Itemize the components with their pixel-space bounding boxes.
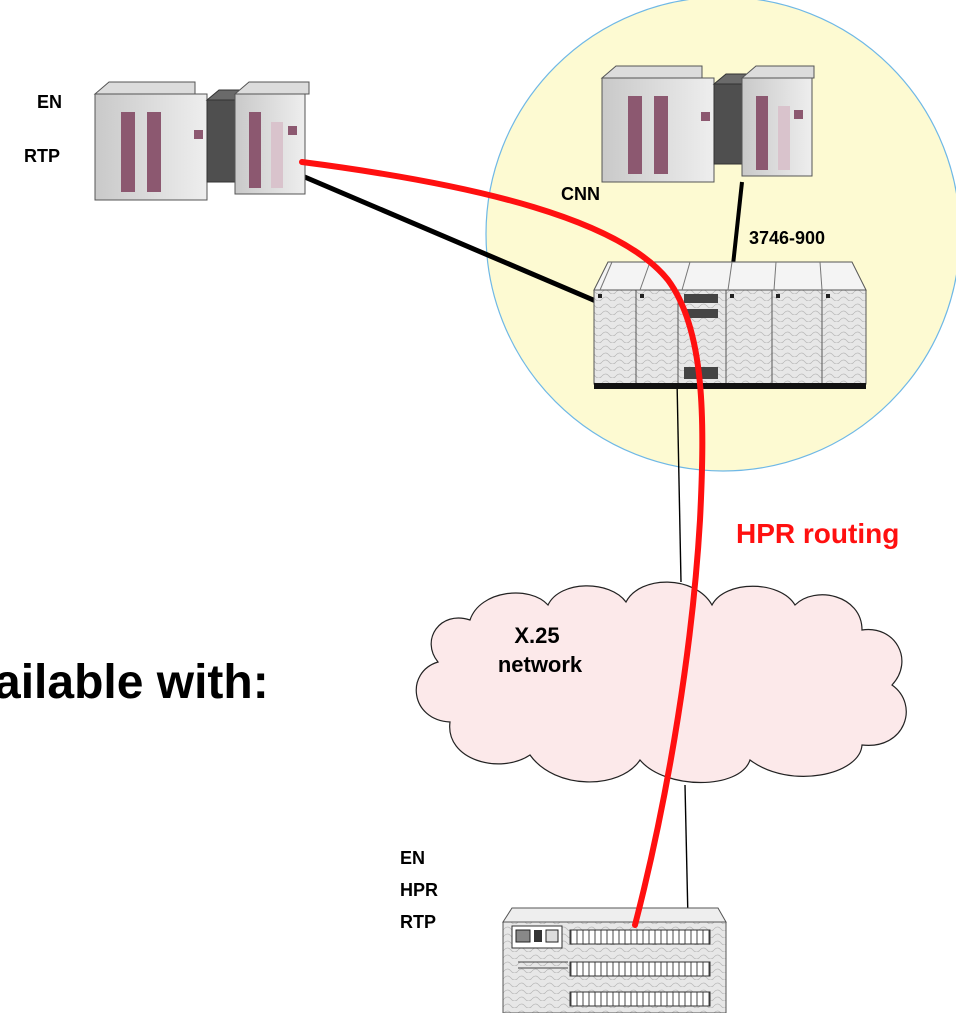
host-top-role-1-label: EN: [37, 92, 62, 112]
mainframe-icon: [93, 81, 310, 201]
en-label-line-3: RTP: [400, 912, 436, 932]
controller-label: 3746-900: [749, 228, 825, 248]
hpr-route-path: [299, 159, 706, 928]
link-host-to-controller: [299, 172, 599, 305]
mainframe-icon: [600, 65, 815, 183]
link-controller-to-x25: [676, 379, 682, 583]
cnn-zone-circle: [485, 0, 956, 472]
en-label-line-1: EN: [400, 848, 425, 868]
as400-server-icon: [502, 907, 727, 1013]
en-label-line-2: HPR: [400, 880, 438, 900]
x25-label-line-2: network: [498, 652, 583, 677]
hpr-routing-label: HPR routing: [736, 518, 899, 549]
host-top-role-2-label: RTP: [24, 146, 60, 166]
network-links: [299, 172, 744, 921]
cnn-label: CNN: [561, 184, 600, 204]
communication-controller-icon: [593, 261, 867, 389]
x25-label-line-1: X.25: [514, 623, 559, 648]
x25-cloud-icon: [415, 581, 907, 783]
slide-fragment-text: ailable with:: [0, 656, 269, 709]
link-x25-to-end-node: [684, 784, 689, 921]
link-cnn-host-to-controller: [731, 181, 744, 266]
